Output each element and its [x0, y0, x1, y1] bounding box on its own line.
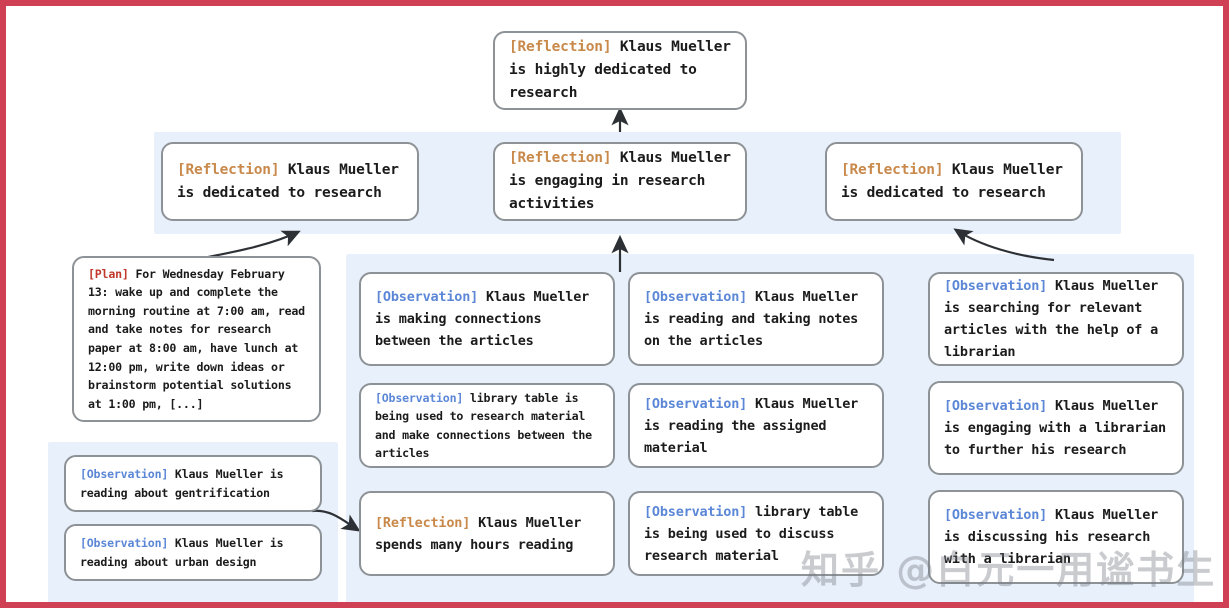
- bottom-left-observation-2-text: [Observation] Klaus Mueller is reading a…: [66, 534, 320, 571]
- column-two-node-1-body: Klaus Mueller is reading and taking note…: [644, 289, 859, 349]
- observation-tag: [Observation]: [80, 467, 169, 481]
- column-three-node-3-body: Klaus Mueller is discussing his research…: [944, 507, 1159, 567]
- bottom-left-observation-1-text: [Observation] Klaus Mueller is reading a…: [66, 465, 320, 502]
- column-one-node-2-text: [Observation] library table is being use…: [361, 389, 613, 463]
- bottom-left-observation-2-body: Klaus Mueller is reading about urban des…: [80, 536, 284, 569]
- reflection-tag: [Reflection]: [375, 514, 471, 531]
- column-one-node-3[interactable]: [Reflection] Klaus Mueller spends many h…: [359, 491, 615, 576]
- column-two-node-1-text: [Observation] Klaus Mueller is reading a…: [630, 286, 882, 352]
- plan-tag: [Plan]: [88, 266, 129, 281]
- reflection-left-body: Klaus Mueller is dedicated to research: [177, 161, 399, 201]
- reflection-tag: [Reflection]: [177, 161, 280, 178]
- column-two-node-3[interactable]: [Observation] library table is being use…: [628, 491, 884, 576]
- column-three-node-2-text: [Observation] Klaus Mueller is engaging …: [930, 395, 1182, 461]
- observation-tag: [Observation]: [944, 398, 1048, 414]
- plan-body: For Wednesday February 13: wake up and c…: [88, 266, 305, 411]
- reflection-node-left[interactable]: [Reflection] Klaus Mueller is dedicated …: [161, 142, 419, 221]
- column-two-node-3-body: library table is being used to discuss r…: [644, 503, 859, 564]
- column-three-node-3-text: [Observation] Klaus Mueller is discussin…: [930, 504, 1182, 570]
- top-reflection-node[interactable]: [Reflection] Klaus Mueller is highly ded…: [493, 31, 747, 110]
- top-reflection-text: [Reflection] Klaus Mueller is highly ded…: [495, 36, 745, 105]
- reflection-center-text: [Reflection] Klaus Mueller is engaging i…: [495, 147, 745, 216]
- column-two-node-2-text: [Observation] Klaus Mueller is reading t…: [630, 393, 882, 459]
- column-three-node-2[interactable]: [Observation] Klaus Mueller is engaging …: [928, 381, 1184, 475]
- column-one-node-2-body: library table is being used to research …: [375, 390, 592, 461]
- column-two-node-3-text: [Observation] library table is being use…: [630, 501, 882, 567]
- column-three-node-3[interactable]: [Observation] Klaus Mueller is discussin…: [928, 490, 1184, 584]
- observation-tag: [Observation]: [944, 278, 1048, 294]
- column-one-node-1[interactable]: [Observation] Klaus Mueller is making co…: [359, 272, 615, 366]
- reflection-tag: [Reflection]: [841, 161, 944, 178]
- column-one-node-1-text: [Observation] Klaus Mueller is making co…: [361, 286, 613, 352]
- column-one-node-3-text: [Reflection] Klaus Mueller spends many h…: [361, 512, 613, 556]
- column-three-node-2-body: Klaus Mueller is engaging with a librari…: [944, 398, 1166, 458]
- watermark: 知乎 @白元一用谧书生: [801, 548, 1217, 592]
- column-two-node-1[interactable]: [Observation] Klaus Mueller is reading a…: [628, 272, 884, 366]
- reflection-center-body: Klaus Mueller is engaging in research ac…: [509, 150, 731, 212]
- reflection-tag: [Reflection]: [509, 150, 612, 166]
- column-one-node-1-body: Klaus Mueller is making connections betw…: [375, 289, 590, 349]
- column-three-node-1-text: [Observation] Klaus Mueller is searching…: [930, 275, 1182, 363]
- reflection-node-center[interactable]: [Reflection] Klaus Mueller is engaging i…: [493, 142, 747, 221]
- observation-tag: [Observation]: [80, 536, 169, 550]
- reflection-node-right[interactable]: [Reflection] Klaus Mueller is dedicated …: [825, 142, 1083, 221]
- observation-tag: [Observation]: [375, 289, 479, 305]
- plan-node[interactable]: [Plan] For Wednesday February 13: wake u…: [72, 256, 321, 422]
- column-one-node-3-body: Klaus Mueller spends many hours reading: [375, 514, 582, 553]
- observation-tag: [Observation]: [375, 390, 464, 405]
- top-reflection-body: Klaus Mueller is highly dedicated to res…: [509, 39, 731, 101]
- observation-tag: [Observation]: [644, 503, 748, 520]
- bottom-left-observation-1[interactable]: [Observation] Klaus Mueller is reading a…: [64, 455, 322, 512]
- bottom-left-observation-2[interactable]: [Observation] Klaus Mueller is reading a…: [64, 524, 322, 581]
- column-two-node-2-body: Klaus Mueller is reading the assigned ma…: [644, 395, 859, 456]
- column-three-node-1-body: Klaus Mueller is searching for relevant …: [944, 278, 1159, 360]
- reflection-left-text: [Reflection] Klaus Mueller is dedicated …: [163, 159, 417, 205]
- observation-tag: [Observation]: [644, 289, 748, 305]
- column-three-node-1[interactable]: [Observation] Klaus Mueller is searching…: [928, 272, 1184, 366]
- bottom-left-observation-1-body: Klaus Mueller is reading about gentrific…: [80, 467, 284, 500]
- plan-text: [Plan] For Wednesday February 13: wake u…: [74, 265, 319, 414]
- reflection-tag: [Reflection]: [509, 39, 612, 55]
- reflection-right-text: [Reflection] Klaus Mueller is dedicated …: [827, 159, 1081, 205]
- column-one-node-2[interactable]: [Observation] library table is being use…: [359, 383, 615, 468]
- column-two-node-2[interactable]: [Observation] Klaus Mueller is reading t…: [628, 383, 884, 468]
- observation-tag: [Observation]: [644, 395, 748, 412]
- reflection-right-body: Klaus Mueller is dedicated to research: [841, 161, 1063, 201]
- observation-tag: [Observation]: [944, 507, 1048, 523]
